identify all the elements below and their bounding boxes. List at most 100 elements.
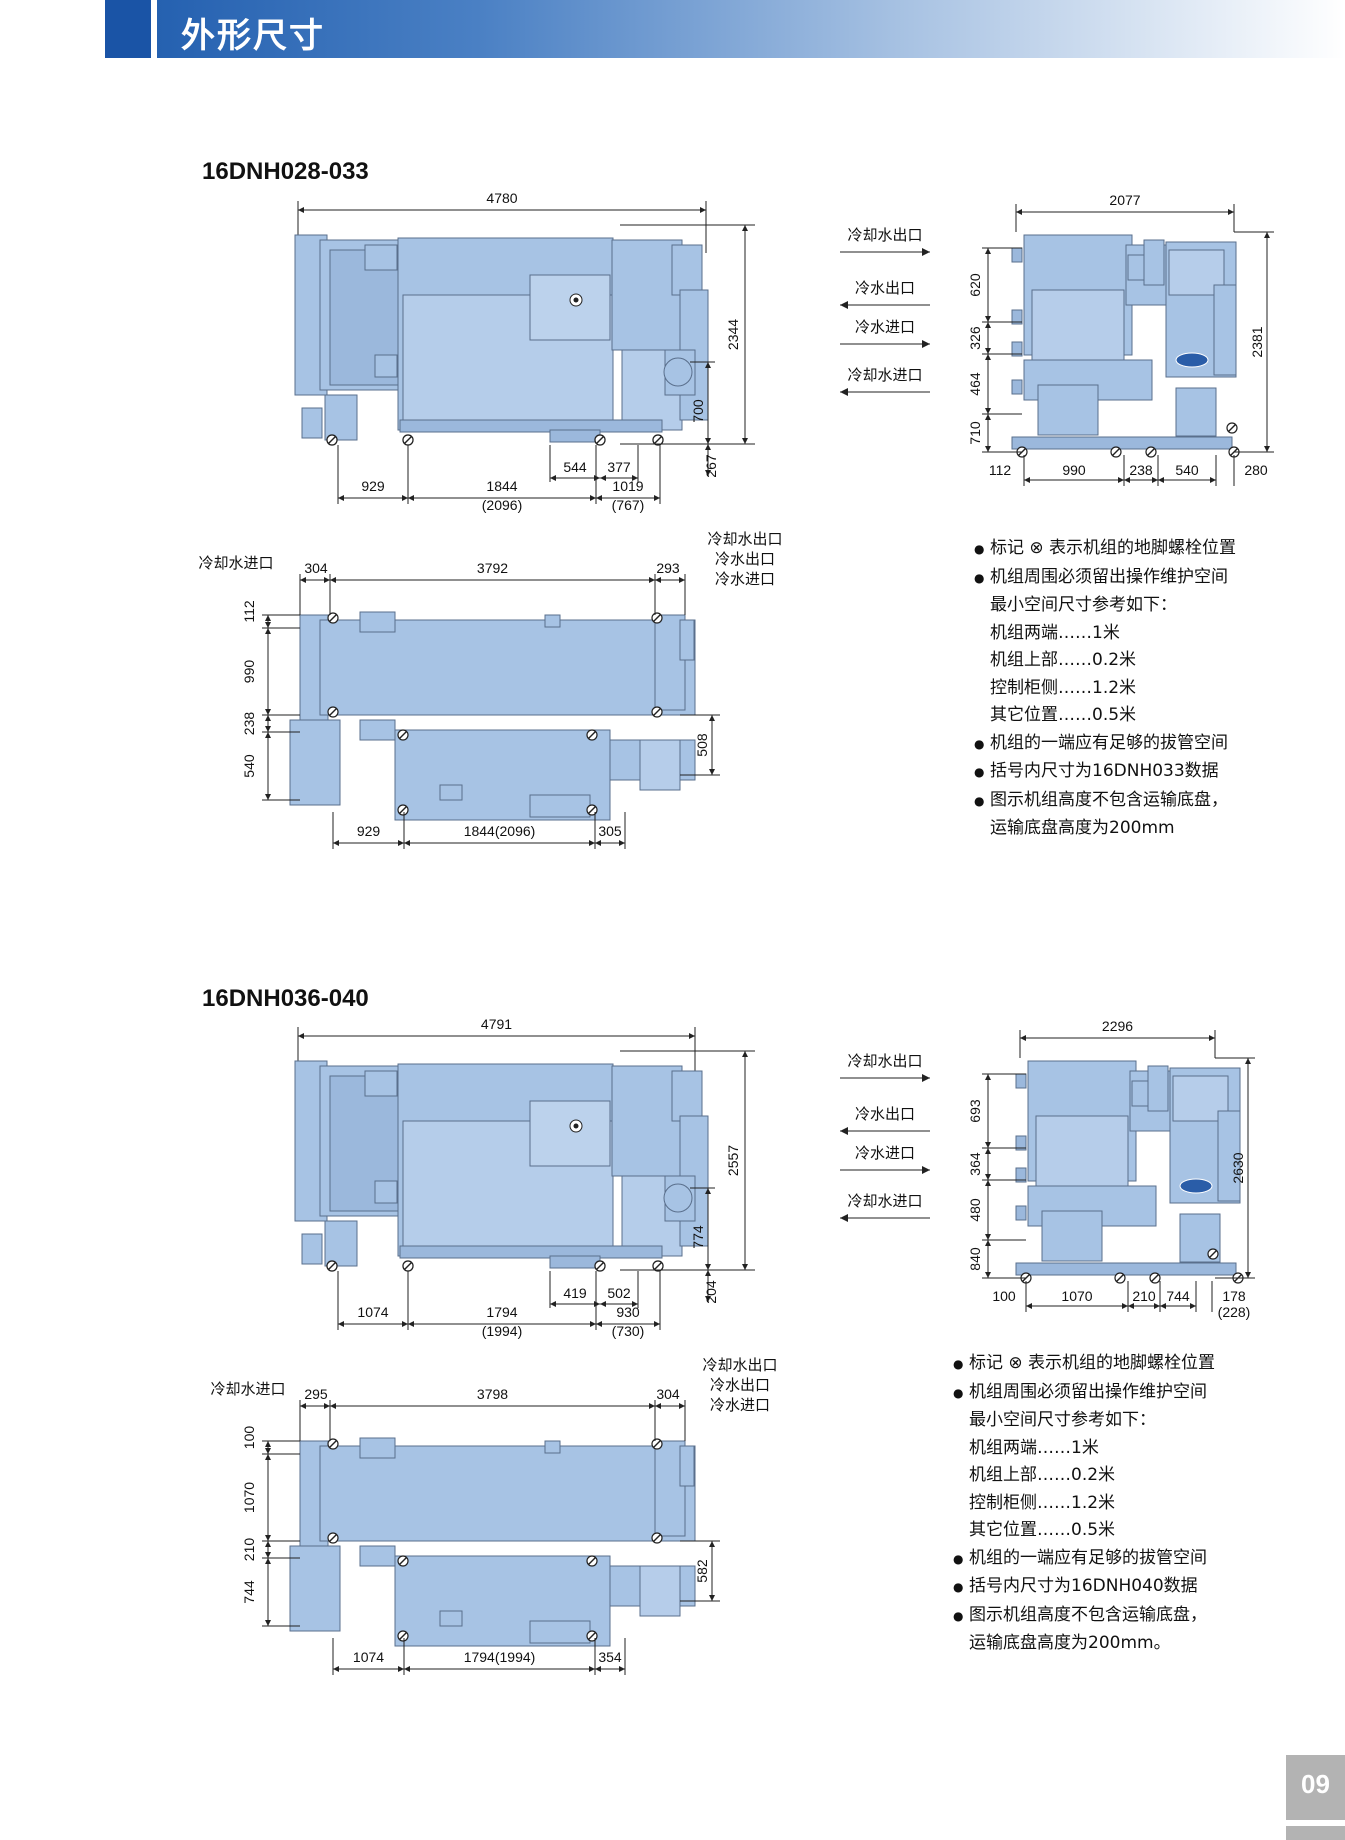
bullet-icon: ● [953,1608,964,1623]
dim-label: 1019 [612,478,643,494]
note-item: 机组两端……1米 [974,620,1236,648]
note-item: 控制柜侧……1.2米 [953,1490,1215,1518]
dim-label: 710 [967,421,983,445]
note-item: ●图示机组高度不包含运输底盘， [953,1602,1215,1631]
dim-arrow [655,1403,685,1409]
front-view [294,234,709,446]
dim-label: 1074 [357,1304,388,1320]
pump-column [324,1220,358,1267]
valve-body [364,244,398,271]
dim-label: 1794(1994) [464,1649,536,1665]
nozzle [1015,1135,1027,1151]
dim-arrow [265,1441,271,1454]
top-nozzle [359,611,396,633]
flow-label: 冷却水出口 [847,1052,922,1070]
dim-arrow [300,1403,330,1409]
dim-label: 929 [357,823,381,839]
dim-label: 693 [967,1099,983,1123]
dim-label: 929 [361,478,385,494]
dim-label: 3798 [477,1386,508,1402]
dim-label: 990 [1062,462,1086,478]
flow-label: 冷水出口 [715,550,775,568]
outlet-pipe [671,244,703,296]
small-valve [374,1180,398,1204]
dim-label: 582 [694,1559,710,1583]
bullet-icon: ● [974,542,985,556]
flow-arrow-head [840,301,848,309]
nozzle [1011,309,1023,325]
note-text: 机组两端……1米 [969,1437,1099,1458]
base-frame [1015,1262,1237,1276]
drain-pan [549,429,601,443]
note-text: 最小空间尺寸参考如下： [969,1410,1156,1430]
note-text: 机组周围必须留出操作维护空间 [969,1381,1207,1402]
dim-arrow [985,354,991,414]
dim-label: 2077 [1109,192,1140,208]
side-cabinet [1217,1110,1241,1202]
dim-label: 744 [1166,1288,1190,1304]
carrier-logo [1175,352,1209,368]
carrier-logo [1179,1178,1213,1194]
dim-label: 508 [694,733,710,757]
model-title: 16DNH036-040 [202,985,369,1012]
flow-label: 冷水进口 [710,1396,770,1414]
anchor-bolt-icon [397,1555,409,1567]
main-shell-plan [319,1445,696,1542]
bullet-icon: ● [974,736,985,751]
dim-arrow [985,1180,991,1240]
flow-label: 冷却水出口 [702,1356,777,1374]
dim-label: 1070 [241,1482,257,1513]
dim-label: 210 [241,1538,257,1562]
note-text: 机组的一端应有足够的拔管空间 [990,732,1228,753]
note-text: 标记 ⊗ 表示机组的地脚螺栓位置 [990,538,1237,558]
nozzle [1015,1167,1027,1183]
note-text: 运输底盘高度为200mm。 [969,1633,1171,1653]
note-item: 其它位置……0.5米 [974,702,1236,730]
dim-label: 502 [607,1285,631,1301]
note-text: 括号内尺寸为16DNH033数据 [990,761,1219,781]
pump-wheel [663,357,693,387]
dim-label: 304 [304,560,328,576]
dim-label: 540 [241,754,257,778]
flow-label: 冷却水进口 [847,366,922,384]
note-text: 括号内尺寸为16DNH040数据 [969,1576,1198,1596]
anchor-bolt-icon [1110,446,1122,458]
dim-label: 280 [1244,462,1268,478]
note-item: ●机组周围必须留出操作维护空间 [953,1379,1215,1408]
right-flange [679,1445,695,1487]
pump-column [324,394,358,441]
note-text: 机组两端……1米 [990,622,1120,643]
note-text: 控制柜侧……1.2米 [990,677,1137,698]
dim-label: 354 [598,1649,622,1665]
top-nozzle-2 [544,1440,561,1454]
note-item: ● 标记 ⊗ 表示机组的地脚螺栓位置 [974,535,1236,564]
control-cabinet [529,1620,591,1644]
flow-arrow-head [922,1074,930,1082]
dim-label: 204 [703,1280,719,1304]
flow-label: 冷水进口 [855,318,915,336]
anchor-bolt-icon [397,729,409,741]
dim-label: 377 [607,459,631,475]
dim-label: 304 [656,1386,680,1402]
anchor-bolt-icon [651,1532,663,1544]
flow-arrow-head [922,340,930,348]
nozzle [1015,1073,1027,1089]
anchor-bolt-icon [397,804,409,816]
dim-label: 544 [563,459,587,475]
anchor-bolt-icon [397,1630,409,1642]
note-item: ●机组的一端应有足够的拔管空间 [953,1545,1215,1574]
flow-label: 冷却水进口 [198,554,273,572]
dim-arrow [655,577,685,583]
flow-label: 冷水出口 [855,1105,915,1123]
dim-arrow [265,715,271,732]
upper-pipe [1147,1065,1169,1112]
note-text: 标记 ⊗ 表示机组的地脚螺栓位置 [969,1353,1216,1373]
main-shell-plan [319,619,696,716]
dim-label: 1844 [486,478,517,494]
dim-arrow [300,577,330,583]
control-box [529,1100,611,1167]
pump-wheel [663,1183,693,1213]
note-text: 机组上部……0.2米 [969,1465,1116,1485]
side-cabinet [1213,284,1237,376]
dim-label: 295 [304,1386,328,1402]
